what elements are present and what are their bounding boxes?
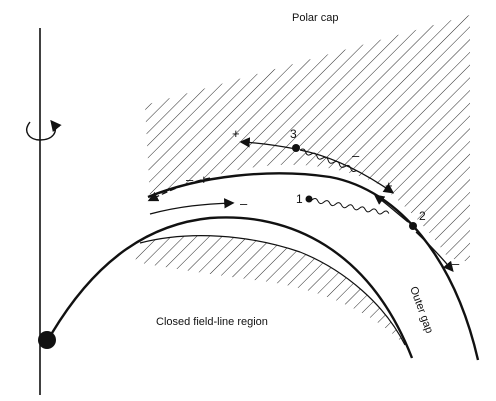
- plus-sign-mid: +: [385, 178, 393, 193]
- closed-region-label: Closed field-line region: [156, 316, 268, 328]
- plus-sign-left: +: [200, 172, 208, 187]
- point-3-label: 3: [290, 127, 297, 141]
- outer-gap-label: Outer gap: [407, 285, 435, 335]
- particle-3-arrow-left: [239, 137, 297, 150]
- closed-field-line-inner: [139, 235, 406, 346]
- polar-cap-label: Polar cap: [292, 12, 338, 24]
- particle-2-dot: [409, 222, 417, 230]
- particle-2-arrow-up: [373, 194, 409, 223]
- current-arrow-lower-left: [149, 198, 235, 215]
- rotation-arrow-icon: [26, 119, 62, 141]
- neutron-star: [38, 331, 56, 349]
- point-1-label: 1: [296, 192, 303, 206]
- minus-sign-left: –: [240, 196, 248, 211]
- particle-1-photon-wave: [311, 198, 390, 215]
- plus-sign-upper: +: [232, 126, 240, 141]
- minus-sign-upper: –: [352, 148, 360, 163]
- particle-3-dot: [292, 144, 300, 152]
- last-closed-field-line: [50, 216, 414, 359]
- particle-3-arrow-right: [299, 149, 395, 194]
- particle-2-arrow-down: [415, 231, 454, 272]
- particle-3-photon-wave: [299, 148, 357, 173]
- closed-region-hatching: [135, 235, 405, 345]
- point-2-label: 2: [419, 209, 426, 223]
- outer-gap-boundary: [147, 172, 480, 361]
- particle-1-dot: [305, 195, 313, 203]
- minus-sign-lower-right: –: [452, 256, 460, 271]
- minus-sign-far-left: –: [186, 172, 194, 187]
- current-arrow-upper-left: [147, 177, 211, 202]
